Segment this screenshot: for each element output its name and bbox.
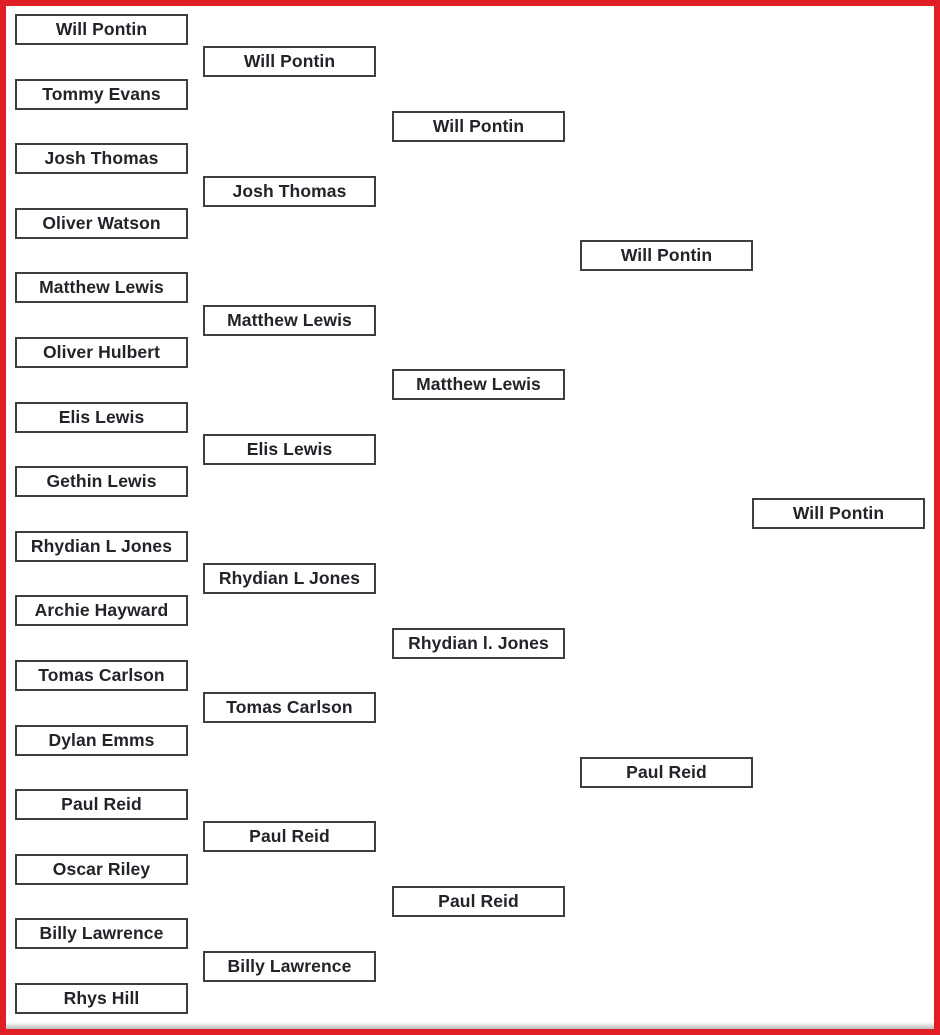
bracket-box-round-2-slot-4: Elis Lewis [203,434,376,465]
bracket-box-round-2-slot-2: Josh Thomas [203,176,376,207]
bracket-box-round-1-slot-5: Matthew Lewis [15,272,188,303]
bracket-box-round-1-slot-15: Billy Lawrence [15,918,188,949]
bracket-box-round-2-slot-7: Paul Reid [203,821,376,852]
bracket-box-round-4-slot-1: Will Pontin [580,240,753,271]
bracket-box-round-1-slot-16: Rhys Hill [15,983,188,1014]
bracket-box-round-1-slot-10: Archie Hayward [15,595,188,626]
bracket-box-round-1-slot-4: Oliver Watson [15,208,188,239]
bracket-box-round-2-slot-1: Will Pontin [203,46,376,77]
bracket-box-round-3-slot-2: Matthew Lewis [392,369,565,400]
bracket-box-round-1-slot-6: Oliver Hulbert [15,337,188,368]
bracket-box-round-1-slot-13: Paul Reid [15,789,188,820]
bracket-box-round-3-slot-3: Rhydian l. Jones [392,628,565,659]
bracket-box-round-2-slot-6: Tomas Carlson [203,692,376,723]
bracket-box-round-1-slot-14: Oscar Riley [15,854,188,885]
bracket-box-round-1-slot-9: Rhydian L Jones [15,531,188,562]
bracket-box-round-5-slot-1: Will Pontin [752,498,925,529]
bracket-box-round-1-slot-3: Josh Thomas [15,143,188,174]
bracket-box-round-1-slot-2: Tommy Evans [15,79,188,110]
bracket-box-round-1-slot-12: Dylan Emms [15,725,188,756]
page-edge-shadow [6,1022,934,1029]
bracket-box-round-1-slot-8: Gethin Lewis [15,466,188,497]
bracket-box-round-2-slot-8: Billy Lawrence [203,951,376,982]
bracket-box-round-2-slot-5: Rhydian L Jones [203,563,376,594]
bracket-box-round-4-slot-2: Paul Reid [580,757,753,788]
bracket-box-round-1-slot-7: Elis Lewis [15,402,188,433]
bracket-box-round-2-slot-3: Matthew Lewis [203,305,376,336]
bracket-box-round-1-slot-1: Will Pontin [15,14,188,45]
bracket-box-round-3-slot-1: Will Pontin [392,111,565,142]
bracket-box-round-1-slot-11: Tomas Carlson [15,660,188,691]
bracket-box-round-3-slot-4: Paul Reid [392,886,565,917]
